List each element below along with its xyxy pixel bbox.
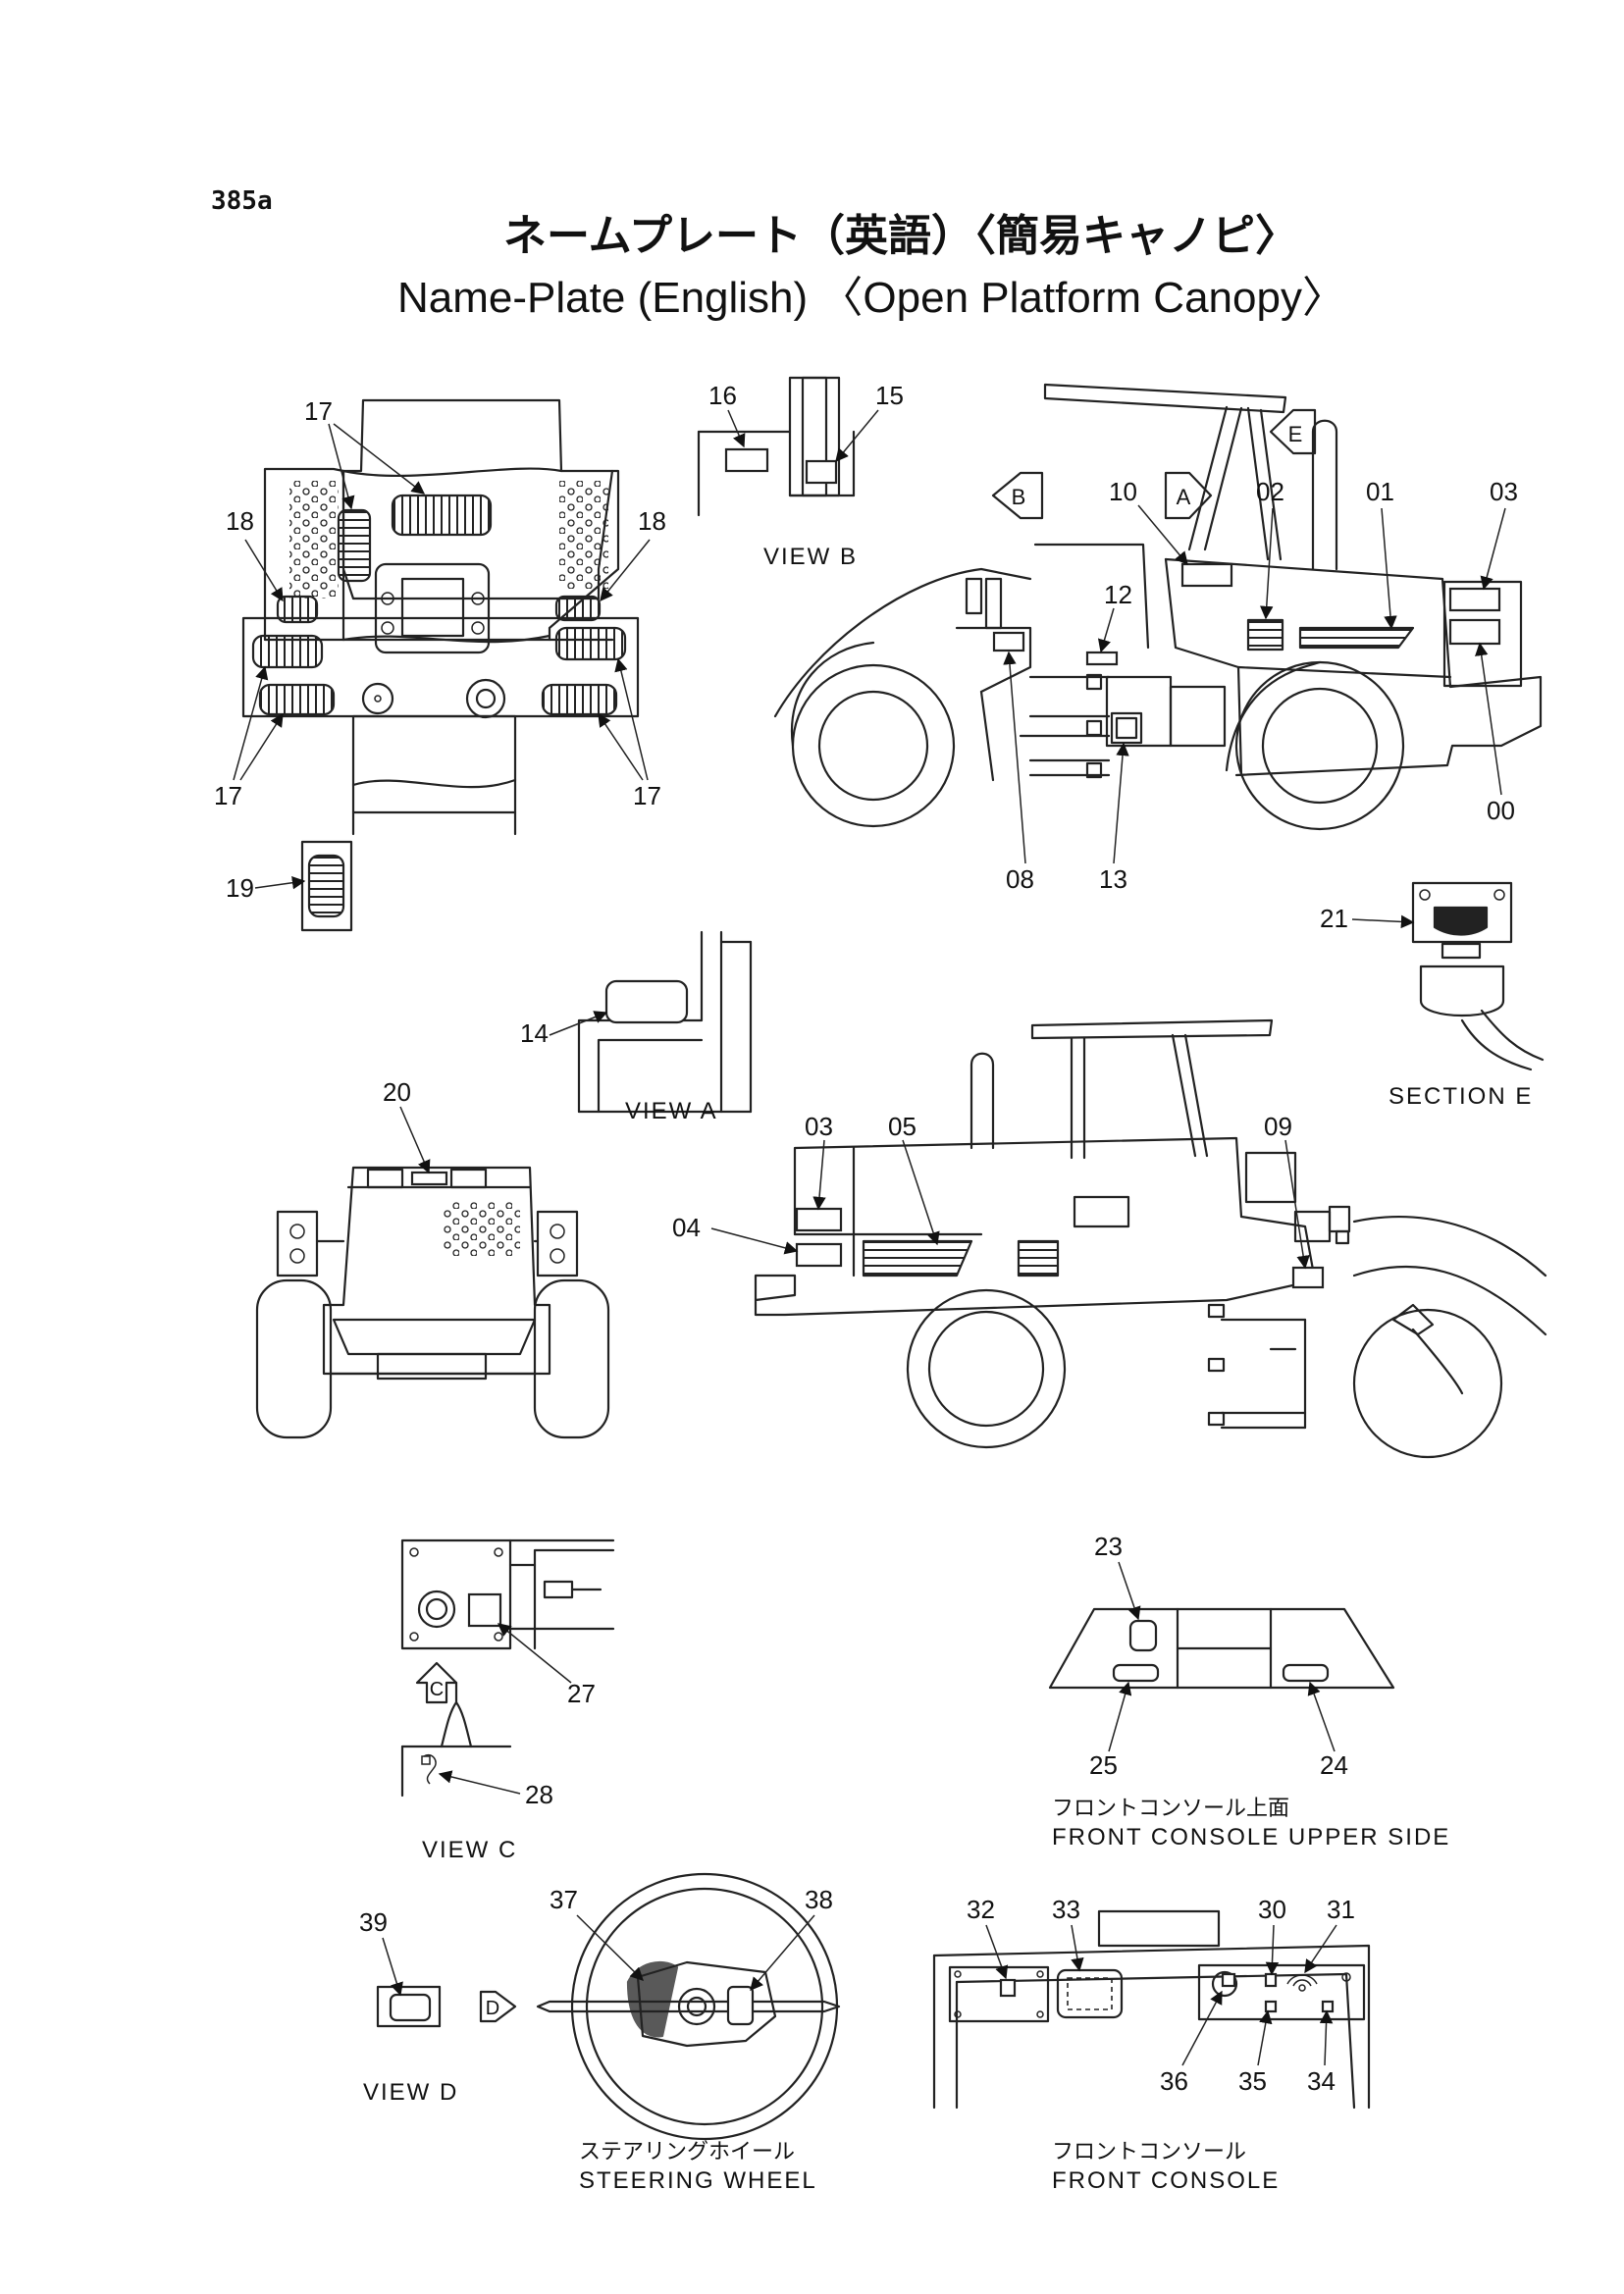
callout-28: 28 [525, 1780, 553, 1809]
callout-04: 04 [672, 1213, 701, 1242]
callout-10: 10 [1109, 477, 1137, 506]
callout-23: 23 [1094, 1532, 1123, 1561]
view-marker-b: B [1012, 485, 1026, 509]
callout-16: 16 [708, 381, 737, 410]
callout-01: 01 [1366, 477, 1394, 506]
view-marker-c: C [430, 1679, 444, 1700]
callout-27: 27 [567, 1679, 596, 1708]
view-c-caption: VIEW C [422, 1837, 517, 1863]
callout-17-left: 17 [214, 781, 242, 810]
callout-08: 08 [1006, 864, 1034, 894]
steering-wheel: 37 38 ステアリングホイール STEERING WHEEL [536, 1872, 841, 2194]
callout-36: 36 [1160, 2066, 1188, 2096]
rear-view-callouts: 17 18 18 17 17 19 [214, 396, 666, 903]
callout-02: 02 [1256, 477, 1284, 506]
callout-18-left: 18 [226, 506, 254, 536]
view-a-caption: VIEW A [625, 1098, 718, 1124]
callout-17: 17 [304, 396, 333, 426]
callout-12: 12 [1104, 580, 1132, 609]
view-marker-a: A [1177, 485, 1191, 509]
callout-03: 03 [1490, 477, 1518, 506]
steering-en: STEERING WHEEL [579, 2167, 817, 2194]
console-upper-en: FRONT CONSOLE UPPER SIDE [1052, 1824, 1450, 1851]
callout-32: 32 [967, 1895, 995, 1924]
front-view: 20 [255, 1077, 610, 1439]
side-view-right-callouts: 10 02 01 03 12 08 13 00 [1003, 477, 1518, 894]
callout-39: 39 [359, 1907, 388, 1937]
view-marker-d: D [486, 1998, 499, 2019]
view-a: 14 VIEW A [520, 930, 753, 1124]
view-d: D 39 VIEW D [359, 1907, 517, 2106]
callout-34: 34 [1307, 2066, 1336, 2096]
callout-35: 35 [1238, 2066, 1267, 2096]
section-e: 21 SECTION E [1320, 881, 1545, 1110]
title-english: Name-Plate (English) 〈Open Platform Cano… [397, 274, 1345, 322]
view-marker-e: E [1288, 422, 1303, 446]
page-number: 385a [211, 186, 273, 216]
callout-17-right: 17 [633, 781, 661, 810]
console-jp: フロントコンソール [1052, 2140, 1246, 2164]
callout-30: 30 [1258, 1895, 1286, 1924]
title-japanese: ネームプレート（英語）〈簡易キャノピ〉 [503, 211, 1298, 261]
callout-14: 14 [520, 1018, 549, 1048]
front-console-upper: 23 25 24 フロントコンソール上面 FRONT CONSOLE UPPER… [1048, 1532, 1450, 1851]
callout-33: 33 [1052, 1895, 1080, 1924]
callout-19: 19 [226, 873, 254, 903]
side-view-right: B A E [773, 383, 1543, 831]
callout-21: 21 [1320, 904, 1348, 933]
rear-view [241, 398, 640, 932]
callout-37: 37 [550, 1885, 578, 1914]
callout-13: 13 [1099, 864, 1127, 894]
view-b: 16 15 VIEW B [697, 376, 904, 570]
callout-25: 25 [1089, 1750, 1118, 1780]
console-en: FRONT CONSOLE [1052, 2167, 1280, 2194]
callout-38: 38 [805, 1885, 833, 1914]
callout-20: 20 [383, 1077, 411, 1107]
callout-00: 00 [1487, 796, 1515, 825]
callout-03-left: 03 [805, 1112, 833, 1141]
callout-31: 31 [1327, 1895, 1355, 1924]
callout-24: 24 [1320, 1750, 1348, 1780]
view-b-caption: VIEW B [763, 544, 858, 570]
view-c: C 27 28 VIEW C [400, 1538, 615, 1863]
section-e-caption: SECTION E [1388, 1083, 1533, 1110]
front-console: 32 33 30 31 36 35 34 フロントコンソール FRONT CON… [932, 1895, 1371, 2194]
callout-18-right: 18 [638, 506, 666, 536]
callout-05: 05 [888, 1112, 917, 1141]
side-view-left: 03 05 04 09 [672, 1018, 1547, 1459]
console-upper-jp: フロントコンソール上面 [1052, 1797, 1289, 1821]
callout-09: 09 [1264, 1112, 1292, 1141]
steering-jp: ステアリングホイール [579, 2140, 795, 2164]
view-d-caption: VIEW D [363, 2079, 458, 2106]
callout-15: 15 [875, 381, 904, 410]
